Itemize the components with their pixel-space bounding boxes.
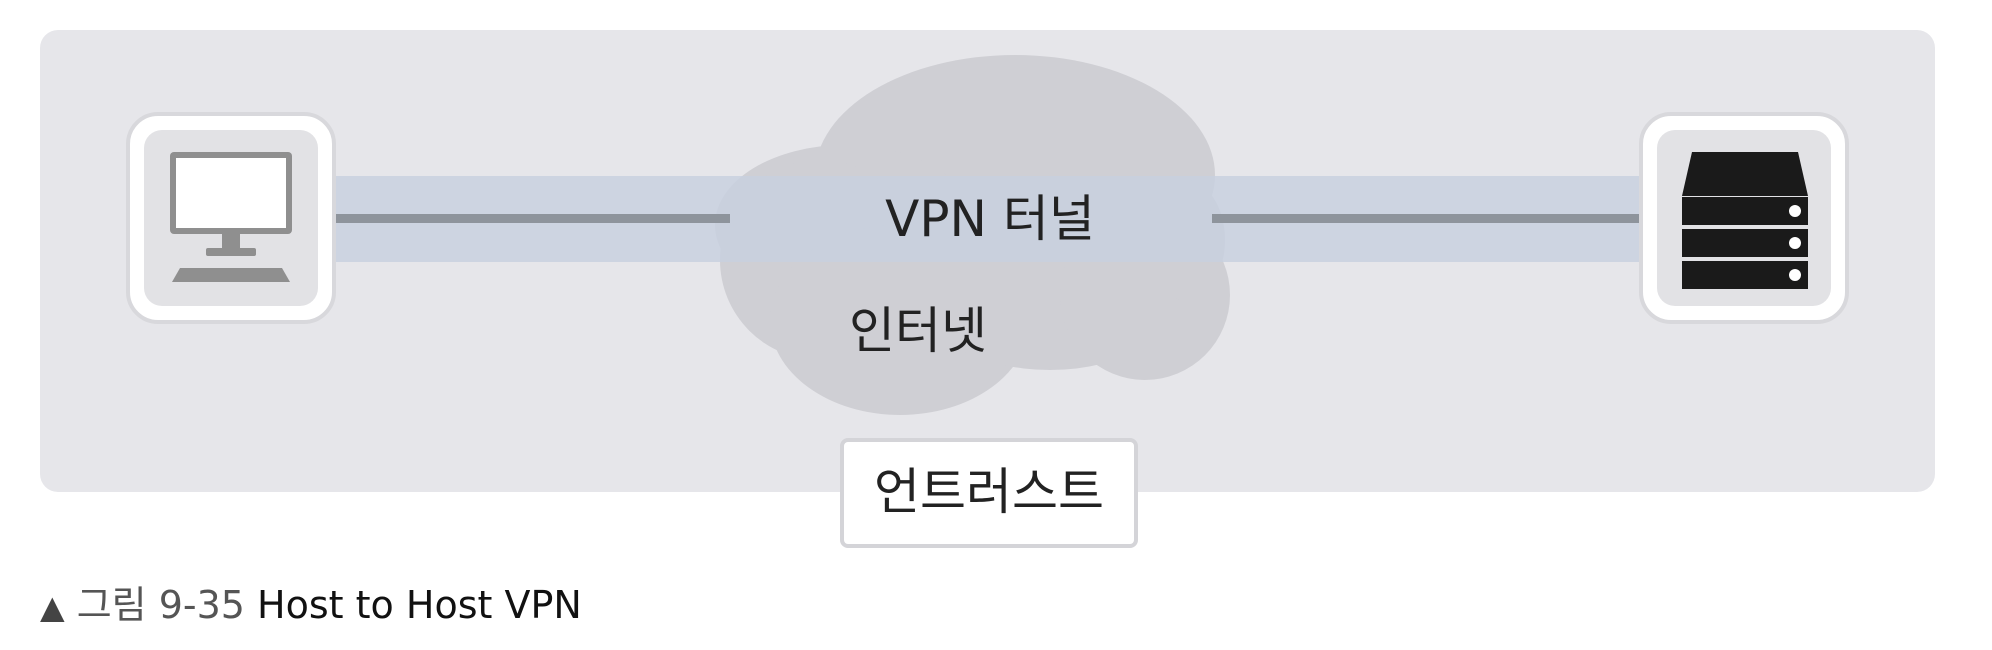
vpn-tunnel-label: VPN 터널 <box>885 190 1095 248</box>
vpn-tunnel-line-left <box>330 214 730 223</box>
untrust-label: 언트러스트 <box>874 463 1104 521</box>
desktop-computer-icon <box>170 152 292 282</box>
figure-caption: ▲ 그림 9-35 Host to Host VPN <box>40 580 582 632</box>
internet-label: 인터넷 <box>849 302 987 360</box>
vpn-tunnel-line-right <box>1212 214 1655 223</box>
vpn-diagram: VPN 터널 인터넷 언트러스트 <box>40 30 1935 548</box>
caption-triangle-icon: ▲ <box>40 588 65 626</box>
untrust-label-box: 언트러스트 <box>840 438 1138 548</box>
figure-number: 그림 9-35 <box>76 583 245 627</box>
figure-title: Host to Host VPN <box>257 583 582 627</box>
right-host-node <box>1639 112 1849 324</box>
left-host-node <box>126 112 336 324</box>
server-stack-icon <box>1682 152 1808 289</box>
